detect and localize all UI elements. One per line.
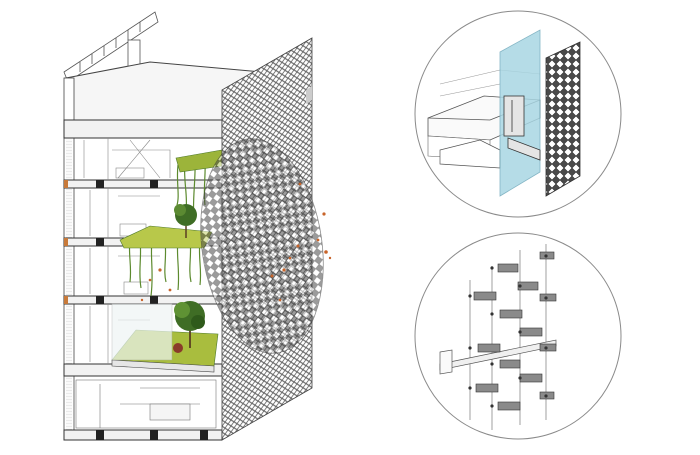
mesh-panel [545,41,581,197]
detail-panel-fixing [414,10,622,218]
detail-mounting-brackets [414,232,622,440]
bolts [468,254,548,408]
falling-leaves [140,182,332,302]
terrace-middle-greenery [119,225,213,249]
atrium-glazing [111,303,173,361]
hanging-plants [128,157,206,297]
bracket [503,95,541,161]
facade-circular-pattern [200,138,324,354]
tree-middle [174,204,197,238]
building-axonometric [63,11,332,441]
interior-partitions [83,138,171,364]
bracket-blocks [473,251,557,411]
tree-lower [173,301,205,353]
ground-floor [75,379,217,429]
